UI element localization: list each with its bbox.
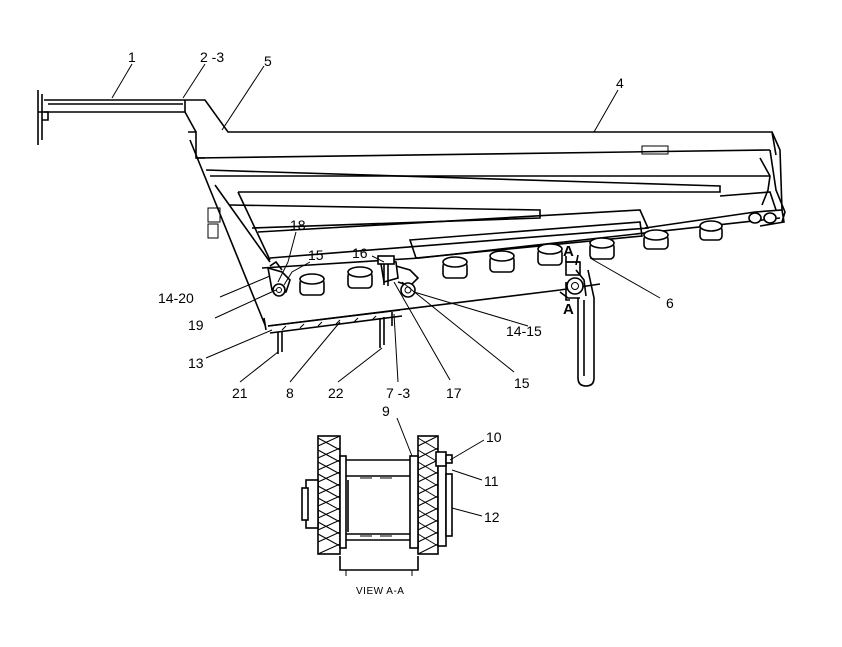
callout-16: 16 (352, 245, 368, 261)
callout-1: 1 (128, 49, 136, 65)
callout-7-3: 7 -3 (386, 385, 410, 401)
callout-14-15: 14-15 (506, 323, 542, 339)
callout-8: 8 (286, 385, 294, 401)
middle-bracket (377, 255, 420, 298)
dump-body (37, 90, 786, 331)
callout-15-upper: 15 (308, 247, 324, 263)
callout-17: 17 (446, 385, 462, 401)
callout-19: 19 (188, 317, 204, 333)
callout-5: 5 (264, 53, 272, 69)
leader-lines (111, 63, 661, 517)
callout-14-20: 14-20 (158, 290, 194, 306)
section-mark-top: A (563, 243, 574, 260)
callout-15-lower: 15 (514, 375, 530, 391)
callout-11: 11 (484, 473, 499, 489)
callout-12: 12 (484, 509, 500, 525)
rear-pivot (559, 254, 595, 387)
callout-6: 6 (666, 295, 674, 311)
body-pads (299, 220, 723, 296)
callout-13: 13 (188, 355, 204, 371)
callout-labels: 1 2 -3 5 4 18 15 16 14-20 19 13 21 8 22 … (128, 49, 674, 597)
view-caption: VIEW A-A (356, 586, 404, 597)
section-mark-bottom: A (563, 301, 574, 318)
callout-21: 21 (232, 385, 248, 401)
view-aa-detail (301, 435, 453, 576)
callout-2-3: 2 -3 (200, 49, 224, 65)
callout-10: 10 (486, 429, 502, 445)
lower-skirt (267, 309, 403, 354)
callout-18: 18 (290, 217, 306, 233)
callout-9: 9 (382, 403, 390, 419)
left-bracket (266, 260, 291, 297)
callout-4: 4 (616, 75, 624, 91)
callout-22: 22 (328, 385, 344, 401)
